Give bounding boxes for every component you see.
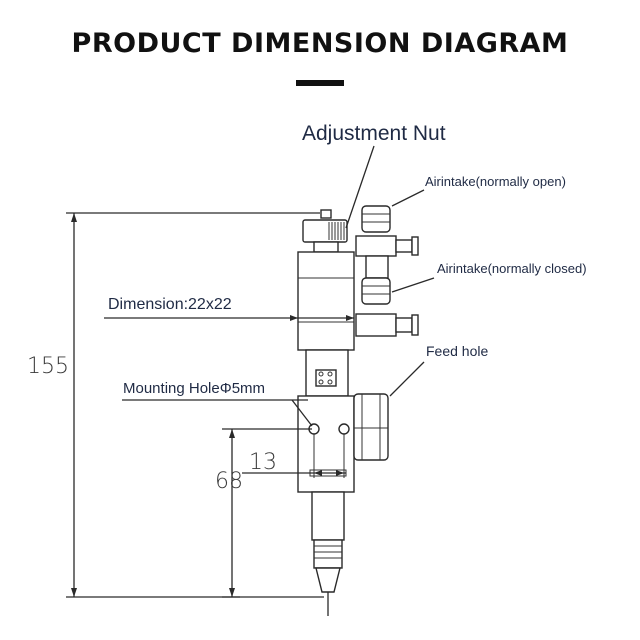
mounting-hole-2 — [338, 423, 350, 435]
adjustment-nut-label: Adjustment Nut — [302, 122, 446, 145]
nozzle-thread — [313, 539, 343, 569]
valve-drawing — [297, 205, 419, 616]
dimension-label: Dimension:22x22 — [108, 296, 232, 313]
window-slot — [315, 369, 337, 387]
page-title: PRODUCT DIMENSION DIAGRAM — [72, 28, 569, 59]
neck — [313, 241, 339, 253]
air-fitting-closed — [355, 277, 419, 337]
adjustment-knob — [302, 219, 348, 243]
dimension-68 — [222, 428, 312, 598]
airintake-closed-label: Airintake(normally closed) — [437, 261, 587, 276]
airintake-open-label: Airintake(normally open) — [425, 174, 566, 189]
dimension-155 — [66, 212, 324, 598]
nozzle-tip — [315, 567, 341, 593]
mounting-block — [297, 395, 355, 493]
nut-cap — [320, 209, 332, 219]
leader-lines — [122, 145, 435, 427]
title-underline — [296, 80, 344, 86]
mounting-hole-label: Mounting HoleΦ5mm — [123, 380, 265, 397]
dimension-68-label: 68 — [215, 469, 243, 494]
air-fitting-open — [355, 205, 419, 279]
nozzle-body — [311, 491, 345, 541]
knurl-lines — [328, 222, 345, 240]
dimension-13 — [242, 434, 346, 478]
dimension-155-label: 155 — [27, 354, 69, 379]
feed-hole-label: Feed hole — [426, 343, 488, 359]
upper-body — [297, 251, 355, 351]
dimension-13-label: 13 — [249, 450, 277, 475]
feed-hole-fitting — [353, 393, 389, 461]
dimension-22-line — [104, 315, 354, 321]
window-section — [305, 349, 349, 397]
